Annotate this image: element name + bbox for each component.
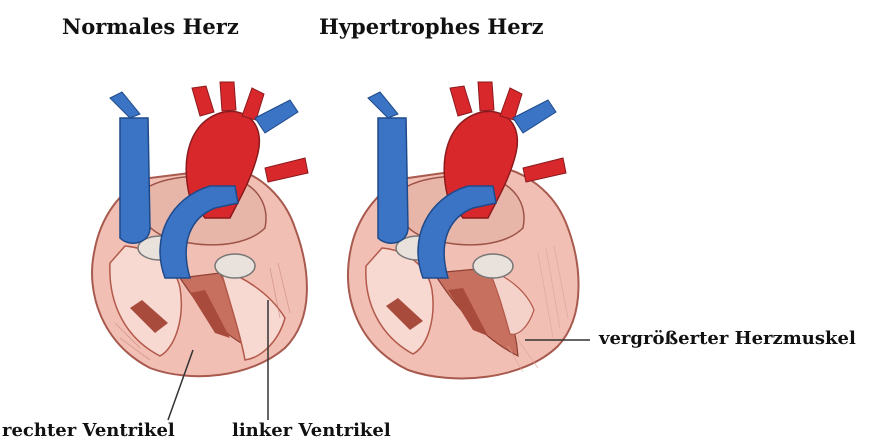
right-ventricle-label: rechter Ventrikel [2, 420, 175, 441]
right-ventricle-pointer [168, 350, 193, 420]
enlarged-heart-muscle-label: vergrößerter Herzmuskel [599, 328, 856, 349]
left-ventricle-label: linker Ventrikel [232, 420, 391, 441]
